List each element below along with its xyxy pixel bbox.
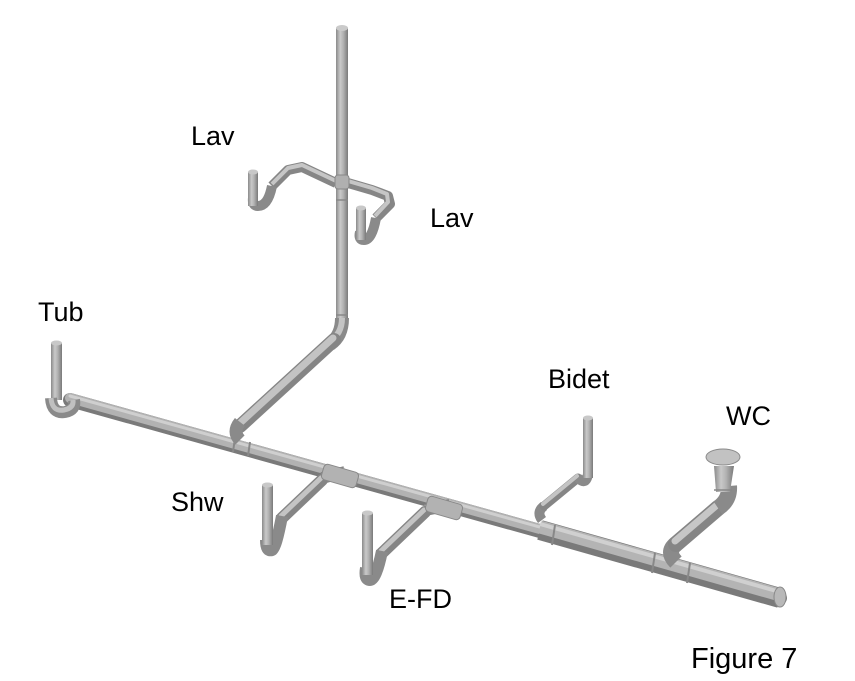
figure-caption: Figure 7 bbox=[691, 643, 798, 675]
tub-trap bbox=[45, 340, 81, 419]
wc-branch bbox=[663, 448, 741, 568]
label-shower: Shw bbox=[171, 487, 224, 517]
label-lav-left: Lav bbox=[191, 121, 235, 151]
label-tub: Tub bbox=[38, 297, 84, 327]
label-wc: WC bbox=[726, 401, 771, 431]
lav-branch-left bbox=[247, 162, 339, 212]
bidet-branch bbox=[534, 415, 593, 523]
main-drain-pipe bbox=[63, 393, 787, 608]
lav-branch-right bbox=[334, 174, 395, 246]
label-bidet: Bidet bbox=[548, 364, 610, 394]
label-floor-drain: E-FD bbox=[389, 584, 452, 614]
vent-stack bbox=[229, 25, 349, 445]
shower-branch bbox=[260, 463, 360, 557]
wc-flange bbox=[705, 448, 741, 466]
label-lav-right: Lav bbox=[430, 203, 474, 233]
floor-drain-branch bbox=[359, 495, 464, 587]
pipe-end-cap bbox=[773, 586, 787, 608]
